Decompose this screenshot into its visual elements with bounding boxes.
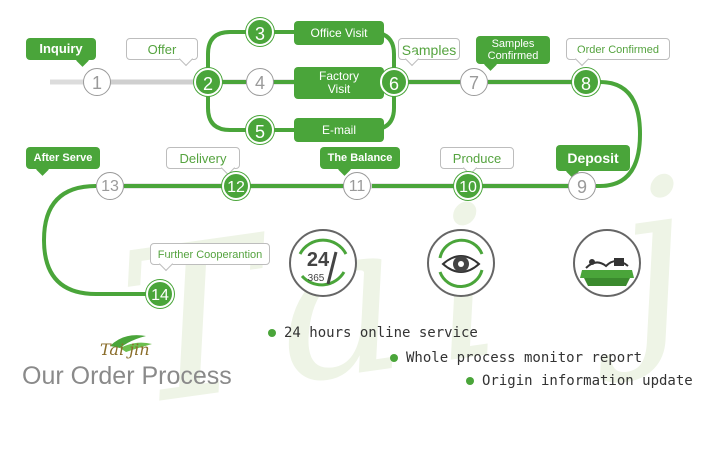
label-deposit: Deposit [567,150,619,166]
label-email: E-mail [321,123,356,137]
process-path [41,30,643,296]
node-8: 8 [572,68,600,96]
node-1: 1 [83,68,111,96]
bubble-further-cooperation: Further Cooperantion [150,243,270,272]
node-number: 4 [254,73,265,93]
node-number: 7 [468,73,479,93]
label-further-cooperation: Further Cooperantion [157,249,263,261]
bubble-the-balance: The Balance [320,147,400,176]
bubble-delivery: Delivery [166,147,240,176]
logo-text: Tai jin [100,340,150,359]
label-produce: Produce [452,151,502,166]
loop-right [596,80,643,188]
node-14: 14 [146,280,174,308]
node-13: 13 [96,172,124,200]
taijin-logo-icon [110,335,152,352]
label-samples: Samples [401,42,457,58]
bullet-icon [466,377,474,385]
label-samples-confirmed-line1: Samples [491,38,535,50]
node-11: 11 [343,172,371,200]
feature-24h: 24 hours online service [268,325,478,341]
feature-text: Origin information update [482,373,693,389]
label-office-visit: Office Visit [310,26,368,40]
box-email: E-mail [294,118,384,142]
node-12: 12 [222,172,250,200]
label-factory-visit-line1: Factory [318,69,359,83]
bubble-samples-confirmed: Samples Confirmed [476,36,550,71]
order-process-diagram: Tai jin Inquiry Offer Office Visit [22,18,719,454]
node-9: 9 [568,172,596,200]
feature-origin: Origin information update [466,373,693,389]
feature-text: Whole process monitor report [406,350,643,366]
node-number: 2 [202,74,213,94]
node-number: 5 [254,122,265,142]
node-number: 12 [227,179,245,196]
bubble-samples: Samples [398,38,460,67]
bullet-icon [390,354,398,362]
node-number: 11 [348,178,366,195]
bubble-inquiry: Inquiry [26,38,96,67]
node-number: 14 [151,287,169,304]
loop-left [41,184,148,296]
label-inquiry: Inquiry [39,41,83,56]
bubble-produce: Produce [440,147,514,176]
24-365-clock-icon: 24 365 [289,229,357,297]
box-office-visit: Office Visit [294,21,384,45]
node-number: 3 [254,24,265,44]
label-samples-confirmed-line2: Confirmed [487,50,539,62]
box-factory-visit: Factory Visit [294,67,384,99]
node-number: 1 [91,73,102,93]
label-factory-visit-line2: Visit [327,82,351,96]
page-title: Our Order Process [22,362,232,390]
clock-24-text: 24 [307,249,330,271]
node-number: 13 [101,178,119,195]
node-number: 9 [576,177,587,197]
node-10: 10 [454,172,482,200]
feature-monitor: Whole process monitor report [390,350,642,366]
bubble-order-confirmed: Order Confirmed [566,38,670,67]
label-after-serve: After Serve [33,152,93,164]
node-5: 5 [246,116,274,144]
bubble-after-serve: After Serve [26,147,100,176]
eye-monitor-icon [427,229,495,297]
node-number: 10 [459,179,477,196]
bullet-icon [268,329,276,337]
node-2: 2 [194,68,222,96]
node-4: 4 [246,68,274,96]
clock-365-text: 365 [308,273,325,284]
node-number: 8 [580,74,591,94]
farm-landscape-icon [573,229,641,297]
bubble-deposit: Deposit [556,145,630,178]
node-3: 3 [246,18,274,46]
node-6: 6 [380,68,408,96]
label-order-confirmed: Order Confirmed [577,44,659,56]
bubble-offer: Offer [126,38,198,67]
label-offer: Offer [147,42,177,57]
node-number: 6 [388,74,399,94]
label-delivery: Delivery [179,151,227,166]
label-the-balance: The Balance [327,152,393,164]
node-7: 7 [460,68,488,96]
feature-text: 24 hours online service [284,325,478,341]
